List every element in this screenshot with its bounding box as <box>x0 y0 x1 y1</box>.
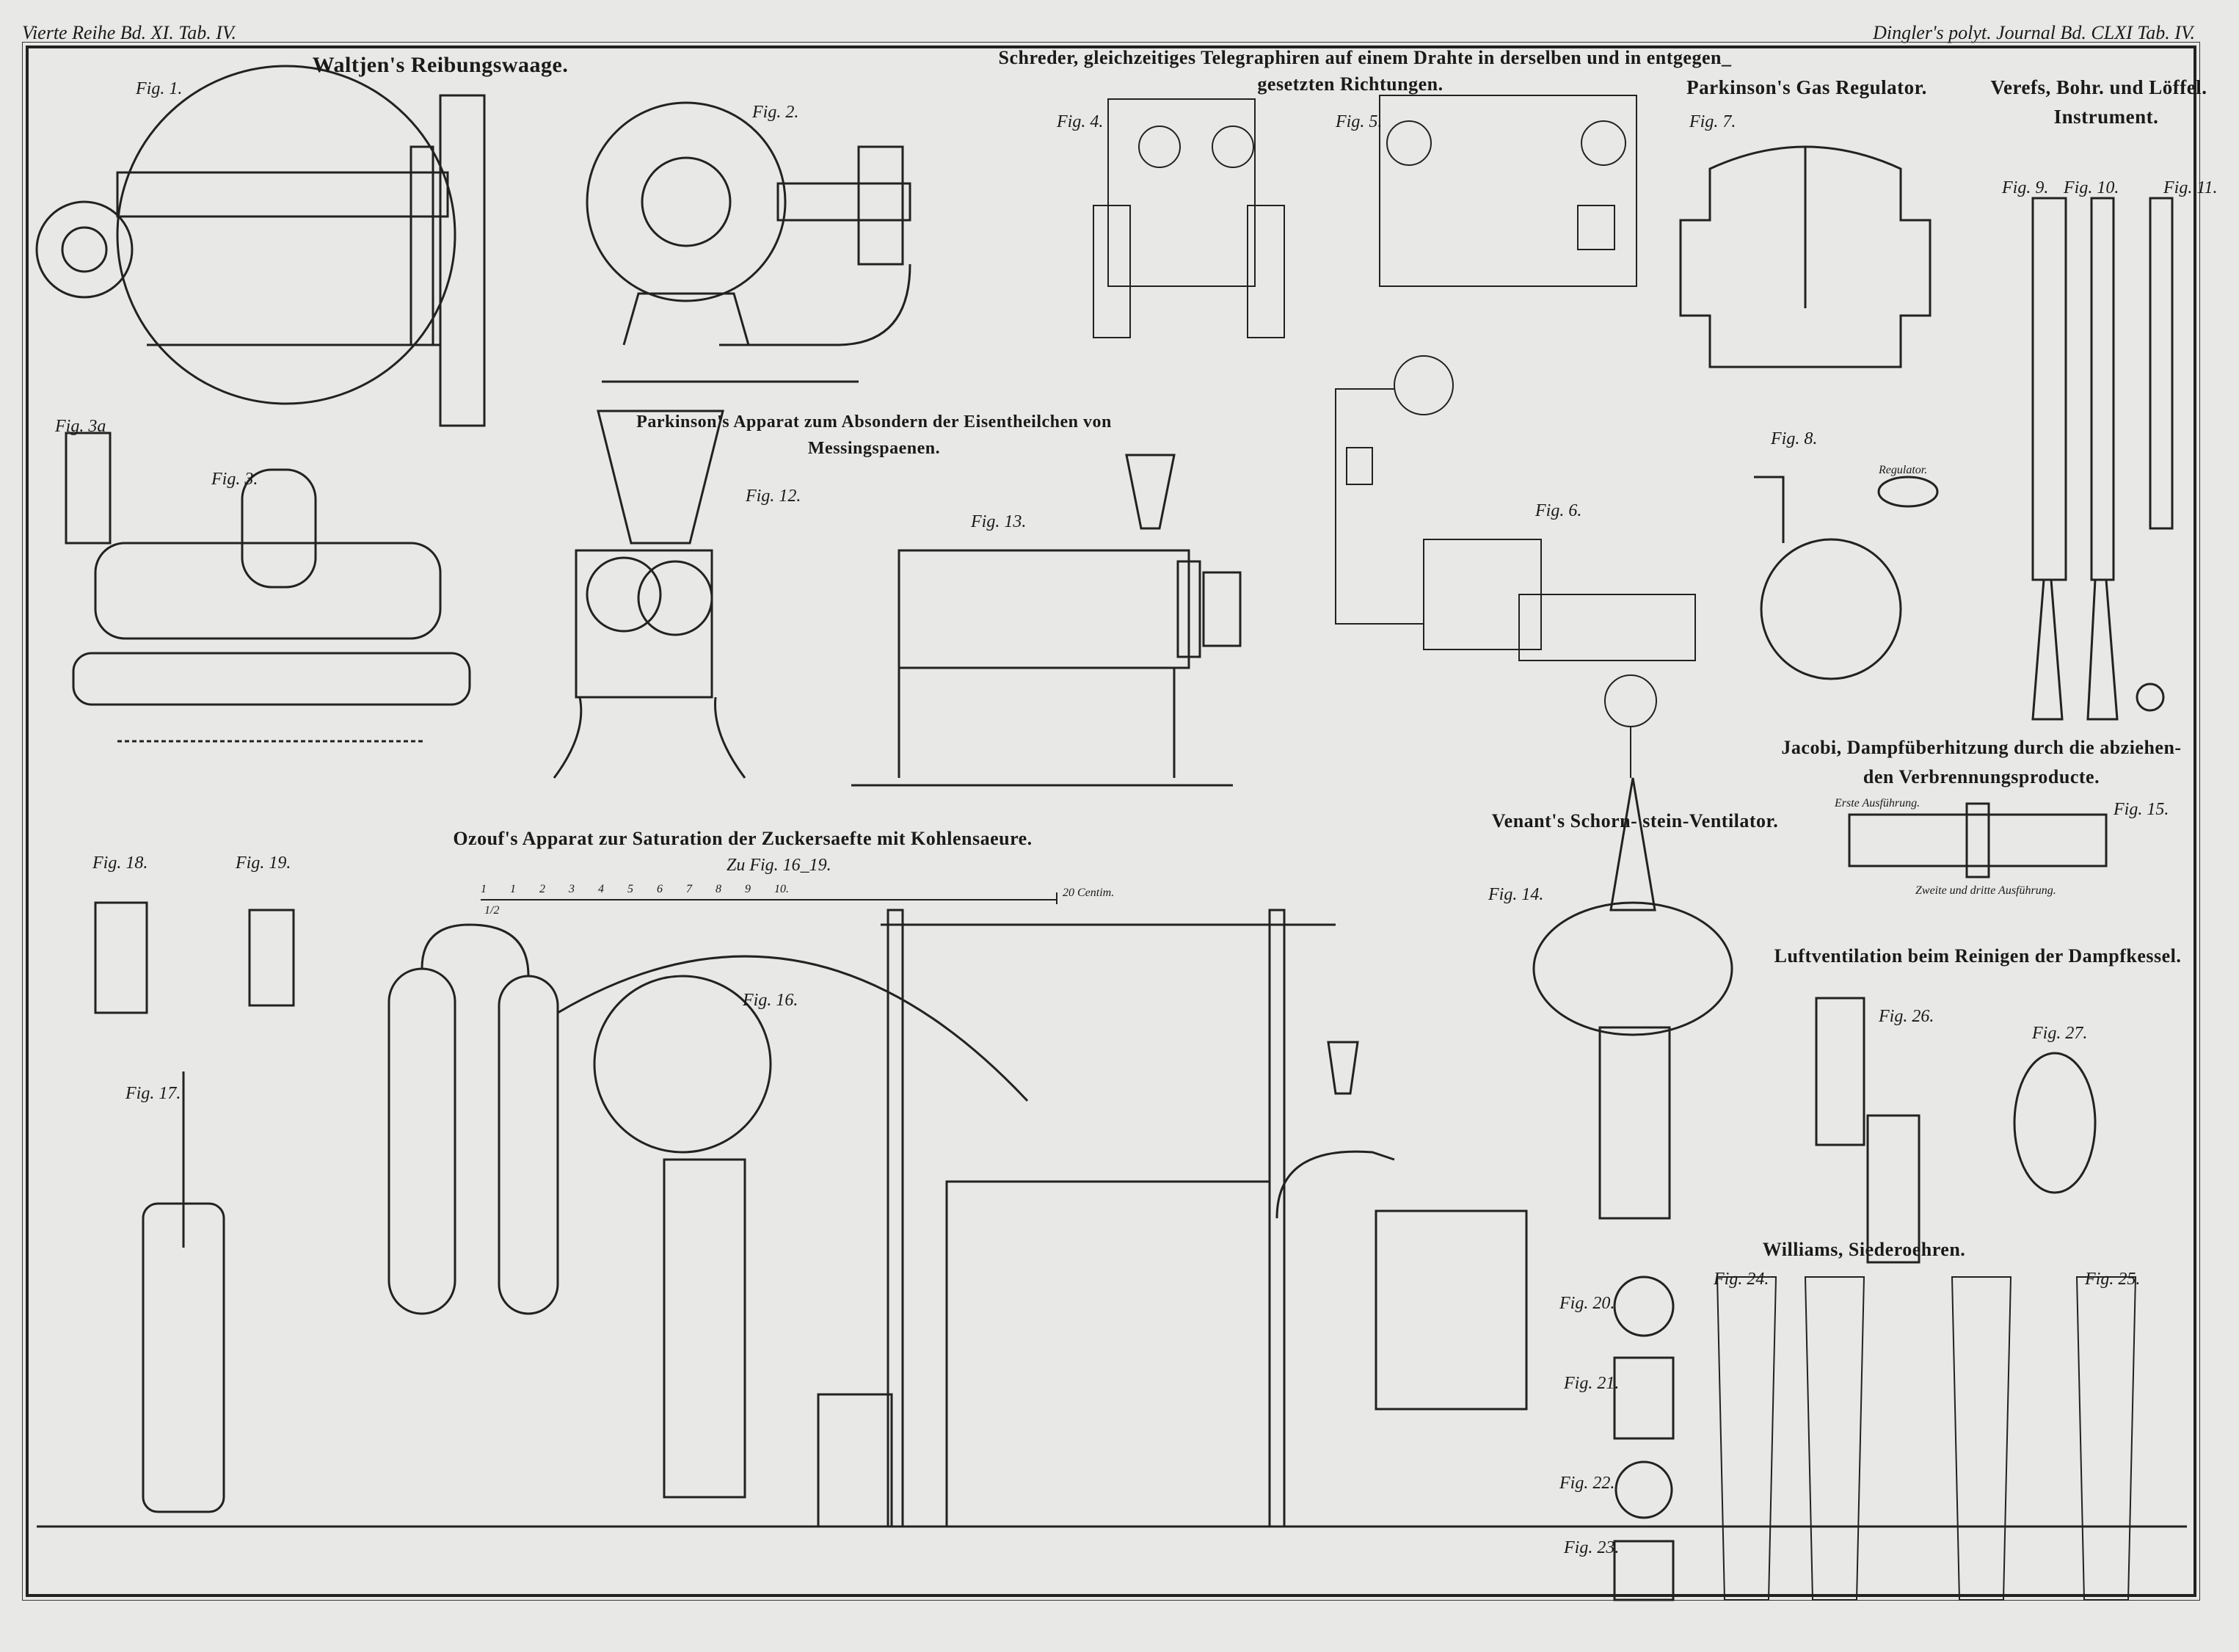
title-jacobi-line2: den Verbrennungsproducte. <box>1863 766 2100 787</box>
scale-tick: 5 <box>627 883 633 895</box>
scale-tick: 2 <box>539 883 545 895</box>
fig9-11-drill-instruments <box>2031 197 2174 721</box>
scale-tick: 1 <box>481 883 487 895</box>
fig-label-5: Fig. 5. <box>1336 112 1383 131</box>
title-venant: Venant's Schorn- stein-Ventilator. <box>1491 810 1779 832</box>
fig-label-22: Fig. 22. <box>1559 1474 1615 1493</box>
fig-label-12: Fig. 12. <box>746 487 801 506</box>
title-williams: Williams, Siederoehren. <box>1762 1239 1966 1260</box>
fig-label-7: Fig. 7. <box>1689 112 1736 131</box>
plate-frame <box>22 42 2200 1601</box>
scale-caption: Zu Fig. 16_19. <box>727 856 831 875</box>
title-luftventilation: Luftventilation beim Reinigen der Dampfk… <box>1774 945 2182 967</box>
scale-tick: 8 <box>716 883 721 895</box>
scale-tick: 9 <box>745 883 751 895</box>
title-waltjen: Waltjen's Reibungswaage. <box>312 53 569 77</box>
title-parkinson-apparatus-line1: Parkinson's Apparat zum Absondern der Ei… <box>636 412 1112 432</box>
plate-header-right: Dingler's polyt. Journal Bd. CLXI Tab. I… <box>1873 22 2195 43</box>
fig-label-11: Fig. 11. <box>2163 178 2218 197</box>
scale-tick: 10. <box>774 883 789 895</box>
title-veress-line1: Verefs, Bohr. und Löffel. <box>1990 76 2207 98</box>
fig13-separator-side <box>851 454 1242 787</box>
fig-label-4: Fig. 4. <box>1057 112 1104 131</box>
fig17-19-pump-details <box>94 901 295 1513</box>
fig-label-21: Fig. 21. <box>1564 1374 1620 1393</box>
fig-label-26: Fig. 26. <box>1879 1007 1934 1026</box>
title-jacobi-line1: Jacobi, Dampfüberhitzung durch die abzie… <box>1781 737 2182 758</box>
title-schreder-line2: gesetzten Richtungen. <box>1257 73 1443 95</box>
fig-label-3a: Fig. 3a <box>55 417 106 436</box>
scale-tick: 4 <box>598 883 604 895</box>
fig16-saturation-apparatus <box>37 909 2187 1528</box>
fig-label-24: Fig. 24. <box>1714 1270 1769 1289</box>
fig-label-13: Fig. 13. <box>971 512 1027 531</box>
scale-half: 1/2 <box>484 904 500 917</box>
scale-tick: 1 <box>510 883 516 895</box>
fig-label-17: Fig. 17. <box>125 1084 181 1103</box>
fig-label-20: Fig. 20. <box>1559 1294 1615 1313</box>
fig-label-23: Fig. 23. <box>1564 1538 1620 1557</box>
fig-label-15: Fig. 15. <box>2114 800 2169 819</box>
fig24-25-tubes <box>1716 1276 2137 1601</box>
title-parkinson-gas: Parkinson's Gas Regulator. <box>1686 76 1927 98</box>
scale-tick: 7 <box>686 883 692 895</box>
fig7-gas-regulator <box>1679 145 1932 368</box>
fig12-separator <box>553 410 746 779</box>
fig-label-25: Fig. 25. <box>2085 1270 2141 1289</box>
fig-label-8: Fig. 8. <box>1771 429 1818 448</box>
fig1-friction-balance <box>35 65 486 427</box>
scale-tick: 6 <box>657 883 663 895</box>
fig-label-16: Fig. 16. <box>743 991 798 1010</box>
scale-bar <box>481 892 1057 904</box>
fig-label-1: Fig. 1. <box>136 79 183 98</box>
title-schreder-line1: Schreder, gleichzeitiges Telegraphiren a… <box>998 47 1732 68</box>
title-parkinson-apparatus-line2: Messingspaenen. <box>807 439 941 458</box>
fig-label-27: Fig. 27. <box>2032 1024 2088 1043</box>
fig8-note: Regulator. <box>1879 464 1928 476</box>
fig-label-19: Fig. 19. <box>236 854 291 873</box>
fig15-superheater-pipe <box>1848 802 2108 878</box>
fig8-regulator-body <box>1754 476 1939 680</box>
fig-label-3: Fig. 3. <box>211 470 258 489</box>
plate-header-left: Vierte Reihe Bd. XI. Tab. IV. <box>22 22 236 43</box>
fig15-note-bottom: Zweite und dritte Ausführung. <box>1915 884 2056 897</box>
fig14-chimney-ventilator <box>1532 777 1733 1220</box>
scale-tick: 3 <box>569 883 575 895</box>
fig15-note-top: Erste Ausführung. <box>1835 797 1921 809</box>
fig4-5-6-telegraph-circuits <box>1093 95 1696 778</box>
fig-label-18: Fig. 18. <box>92 854 148 873</box>
fig3-balance-top <box>65 432 471 743</box>
scale-ticks: 1 1 2 3 4 5 6 7 8 9 10. <box>481 883 789 896</box>
fig2-balance-front <box>586 101 911 383</box>
fig-label-6: Fig. 6. <box>1535 501 1582 520</box>
fig-label-9: Fig. 9. <box>2002 178 2049 197</box>
fig20-27-boiler-details <box>1613 997 2097 1601</box>
title-veress-line2: Instrument. <box>2053 106 2159 128</box>
fig-label-14: Fig. 14. <box>1488 885 1544 904</box>
title-ozouf: Ozouf's Apparat zur Saturation der Zucke… <box>453 828 1033 849</box>
fig-label-10: Fig. 10. <box>2064 178 2119 197</box>
fig-label-2: Fig. 2. <box>752 103 799 122</box>
scale-end: 20 Centim. <box>1063 887 1115 899</box>
